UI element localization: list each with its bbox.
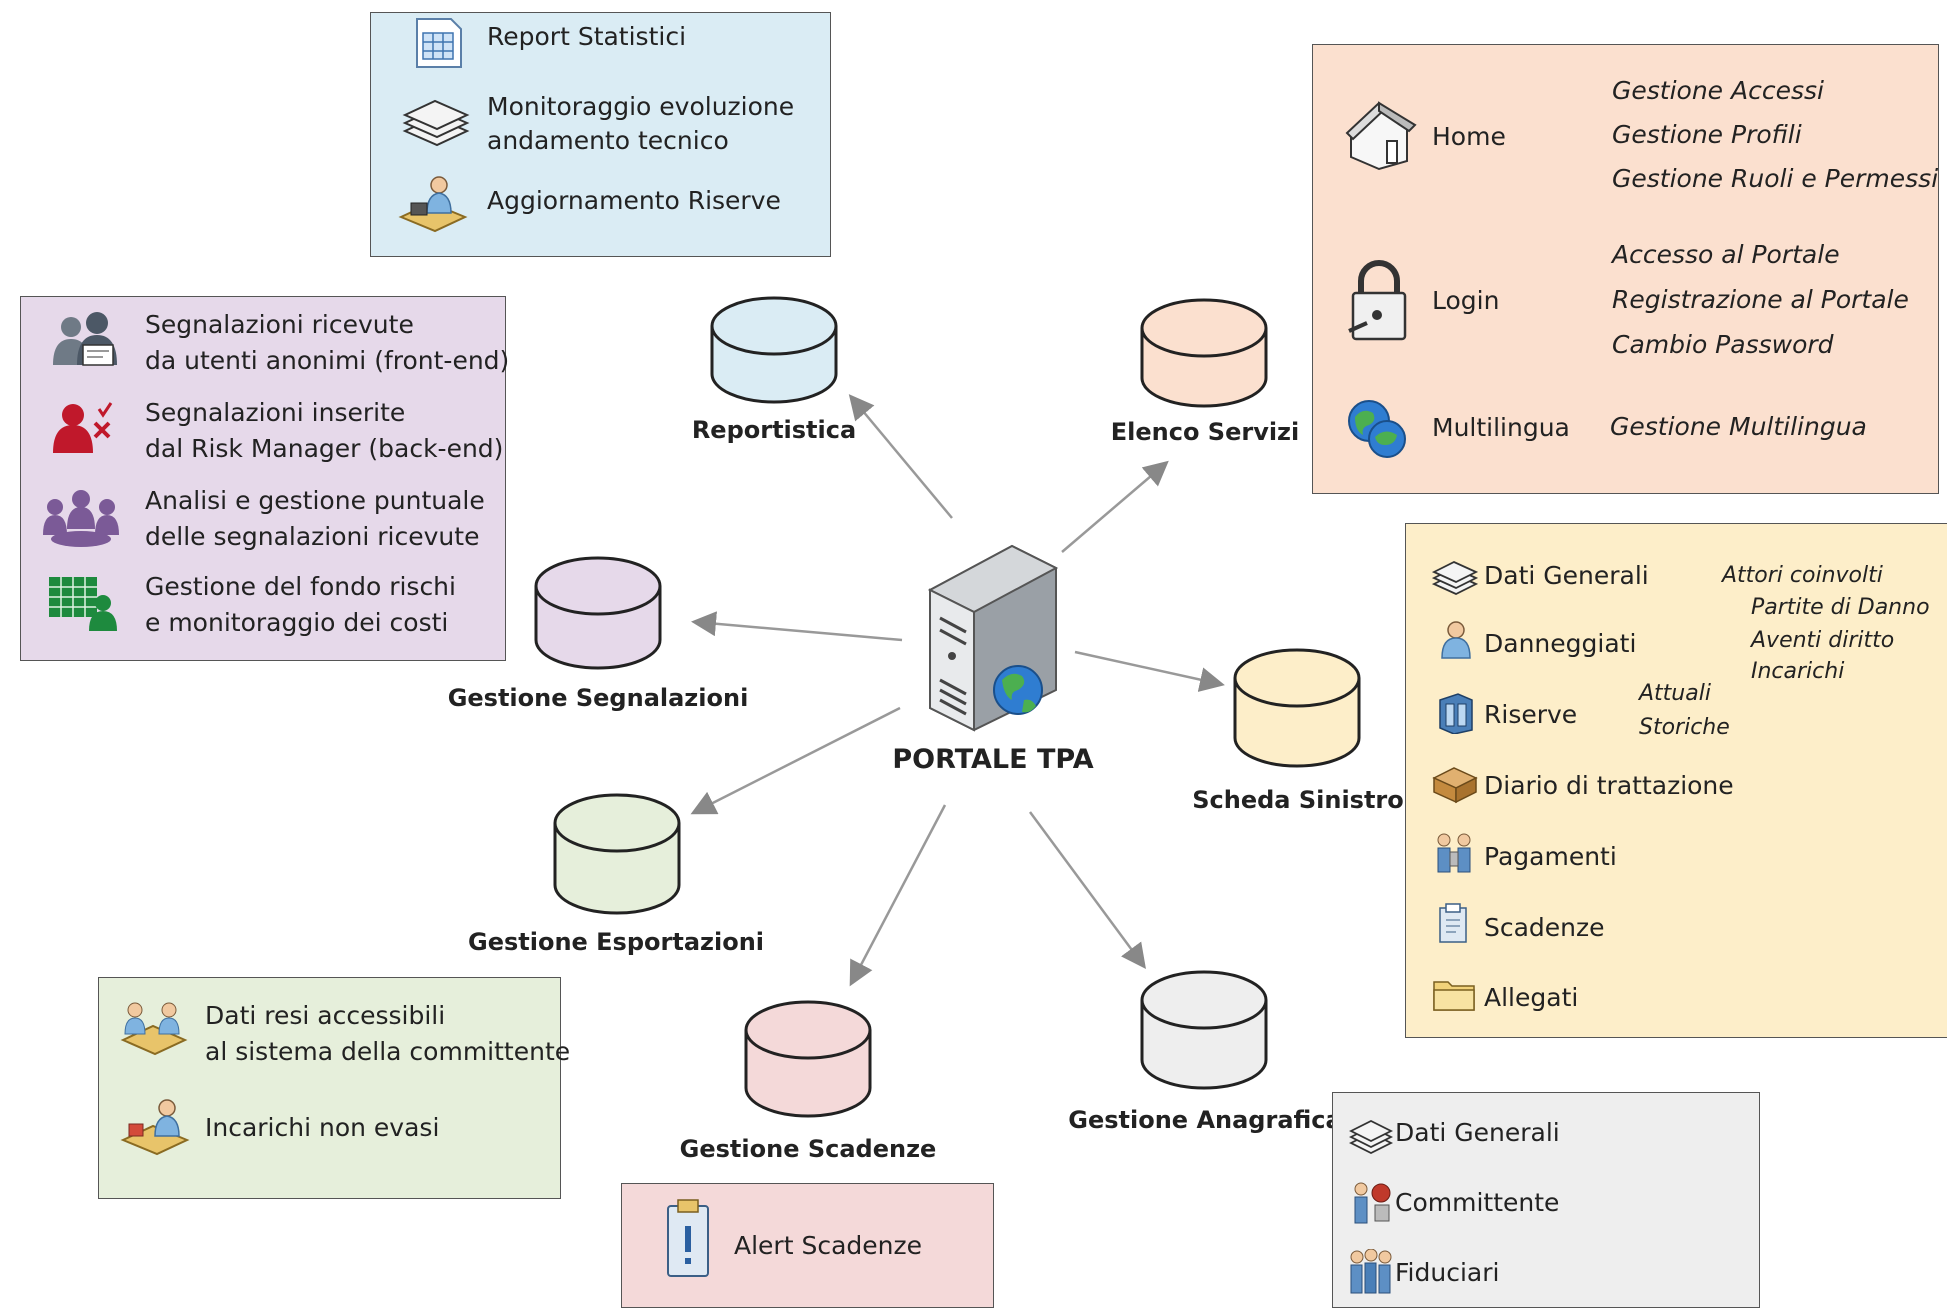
stack-icon [402, 99, 470, 147]
scheda-sinistro-cylinder [1233, 648, 1361, 768]
node-label-scheda-sinistro: Scheda Sinistro [1192, 786, 1404, 814]
people-icon [1437, 833, 1471, 873]
elenco-servizi-cylinder [1140, 298, 1268, 408]
report-statistici-text: Report Statistici [487, 22, 687, 51]
partite-danno-text: Partite di Danno [1751, 595, 1930, 620]
node-label-gestione-scadenze: Gestione Scadenze [679, 1135, 937, 1163]
reportistica-box: Report Statistici Monitoraggio evoluzion… [370, 12, 831, 257]
house-icon [1345, 101, 1417, 171]
users-icon [53, 312, 117, 366]
user-reject-icon [53, 402, 113, 453]
spreadsheet-user-icon [49, 577, 117, 631]
attuali-text: Attuali [1639, 681, 1711, 706]
folder-icon [1433, 981, 1475, 1011]
elenco-servizi-box: Home Gestione Accessi Gestione Profili G… [1312, 44, 1939, 494]
diario-trattazione-label: Diario di trattazione [1484, 771, 1734, 800]
attori-coinvolti-text: Attori coinvolti [1722, 563, 1883, 588]
esportazioni-box: Dati resi accessibili al sistema della c… [98, 977, 570, 1199]
committente-text: Committente [1395, 1188, 1560, 1217]
reportistica-cylinder [710, 296, 838, 404]
aventi-diritto-text: Aventi diritto [1751, 628, 1895, 653]
box-icon [1432, 767, 1478, 804]
gestione-anagrafica-cylinder [1140, 970, 1268, 1090]
analisi-gestione-line2: delle segnalazioni ricevute [145, 522, 480, 551]
alert-clipboard-icon [667, 1199, 709, 1277]
person-desk-icon [398, 176, 468, 233]
analisi-gestione-line1: Analisi e gestione puntuale [145, 486, 485, 515]
aggiornamento-riserve-text: Aggiornamento Riserve [487, 186, 781, 215]
cabinet-icon [1439, 693, 1473, 734]
scheda-sinistro-box: Dati Generali Attori coinvolti Danneggia… [1405, 523, 1947, 1038]
person-icon [1441, 621, 1471, 659]
person-desk-icon [120, 1099, 190, 1156]
allegati-label: Allegati [1484, 983, 1579, 1012]
segnalazioni-ricevute-line1: Segnalazioni ricevute [145, 310, 414, 339]
database-cylinders [534, 296, 1361, 1118]
registrazione-portale-text: Registrazione al Portale [1612, 285, 1909, 314]
dati-generali-label: Dati Generali [1484, 561, 1649, 590]
person-icon [1354, 1182, 1391, 1224]
gestione-accessi-text: Gestione Accessi [1612, 76, 1824, 105]
pagamenti-label: Pagamenti [1484, 842, 1617, 871]
node-label-gestione-anagrafica: Gestione Anagrafica [1068, 1106, 1342, 1134]
fondo-rischi-line2: e monitoraggio dei costi [145, 608, 449, 637]
gestione-esportazioni-cylinder [553, 793, 681, 915]
server-icon [927, 544, 1059, 732]
storiche-text: Storiche [1639, 715, 1730, 740]
home-label: Home [1432, 122, 1506, 151]
meeting-icon [120, 1002, 188, 1056]
node-label-reportistica: Reportistica [691, 416, 857, 444]
fiduciari-text: Fiduciari [1395, 1258, 1500, 1287]
accesso-portale-text: Accesso al Portale [1612, 240, 1840, 269]
portale-tpa-label: PORTALE TPA [892, 744, 1094, 775]
anagrafica-box: Dati Generali Committente Fiduciari [1332, 1092, 1760, 1308]
anagrafica-dati-generali-text: Dati Generali [1395, 1118, 1560, 1147]
segnalazioni-inserite-line2: dal Risk Manager (back-end) [145, 434, 504, 463]
people-icon [1350, 1249, 1392, 1294]
danneggiati-label: Danneggiati [1484, 629, 1637, 658]
gestione-profili-text: Gestione Profili [1612, 120, 1802, 149]
globe-icon [1348, 400, 1406, 458]
stack-icon [1349, 1119, 1393, 1155]
dati-accessibili-line2: al sistema della committente [205, 1037, 571, 1066]
login-label: Login [1432, 286, 1500, 315]
incarichi-text: Incarichi [1751, 659, 1845, 684]
cambio-password-text: Cambio Password [1612, 330, 1834, 359]
node-label-gestione-esportazioni: Gestione Esportazioni [467, 928, 765, 956]
alert-scadenze-text: Alert Scadenze [734, 1231, 922, 1260]
clipboard-icon [1439, 903, 1467, 943]
scadenze-box: Alert Scadenze [621, 1183, 994, 1308]
fondo-rischi-line1: Gestione del fondo rischi [145, 572, 456, 601]
connector-arrows [690, 394, 1225, 987]
gestione-multilingua-text: Gestione Multilingua [1610, 412, 1867, 441]
monitoraggio-line1: Monitoraggio evoluzione [487, 92, 795, 121]
multilingua-label: Multilingua [1432, 413, 1570, 442]
stack-icon [1432, 561, 1478, 595]
group-meeting-icon [43, 490, 119, 547]
node-label-elenco-servizi: Elenco Servizi [1110, 418, 1300, 446]
gestione-ruoli-text: Gestione Ruoli e Permessi [1612, 164, 1939, 193]
incarichi-non-evasi-text: Incarichi non evasi [205, 1113, 440, 1142]
padlock-icon [1348, 260, 1407, 341]
node-label-gestione-segnalazioni: Gestione Segnalazioni [447, 684, 749, 712]
gestione-scadenze-cylinder [744, 1000, 872, 1118]
segnalazioni-ricevute-line2: da utenti anonimi (front-end) [145, 346, 510, 375]
monitoraggio-line2: andamento tecnico [487, 126, 729, 155]
table-icon [416, 18, 462, 68]
dati-accessibili-line1: Dati resi accessibili [205, 1001, 446, 1030]
gestione-segnalazioni-cylinder [534, 556, 662, 670]
riserve-label: Riserve [1484, 700, 1578, 729]
segnalazioni-inserite-line1: Segnalazioni inserite [145, 398, 406, 427]
segnalazioni-box: Segnalazioni ricevute da utenti anonimi … [20, 296, 510, 661]
scadenze-label: Scadenze [1484, 913, 1605, 942]
